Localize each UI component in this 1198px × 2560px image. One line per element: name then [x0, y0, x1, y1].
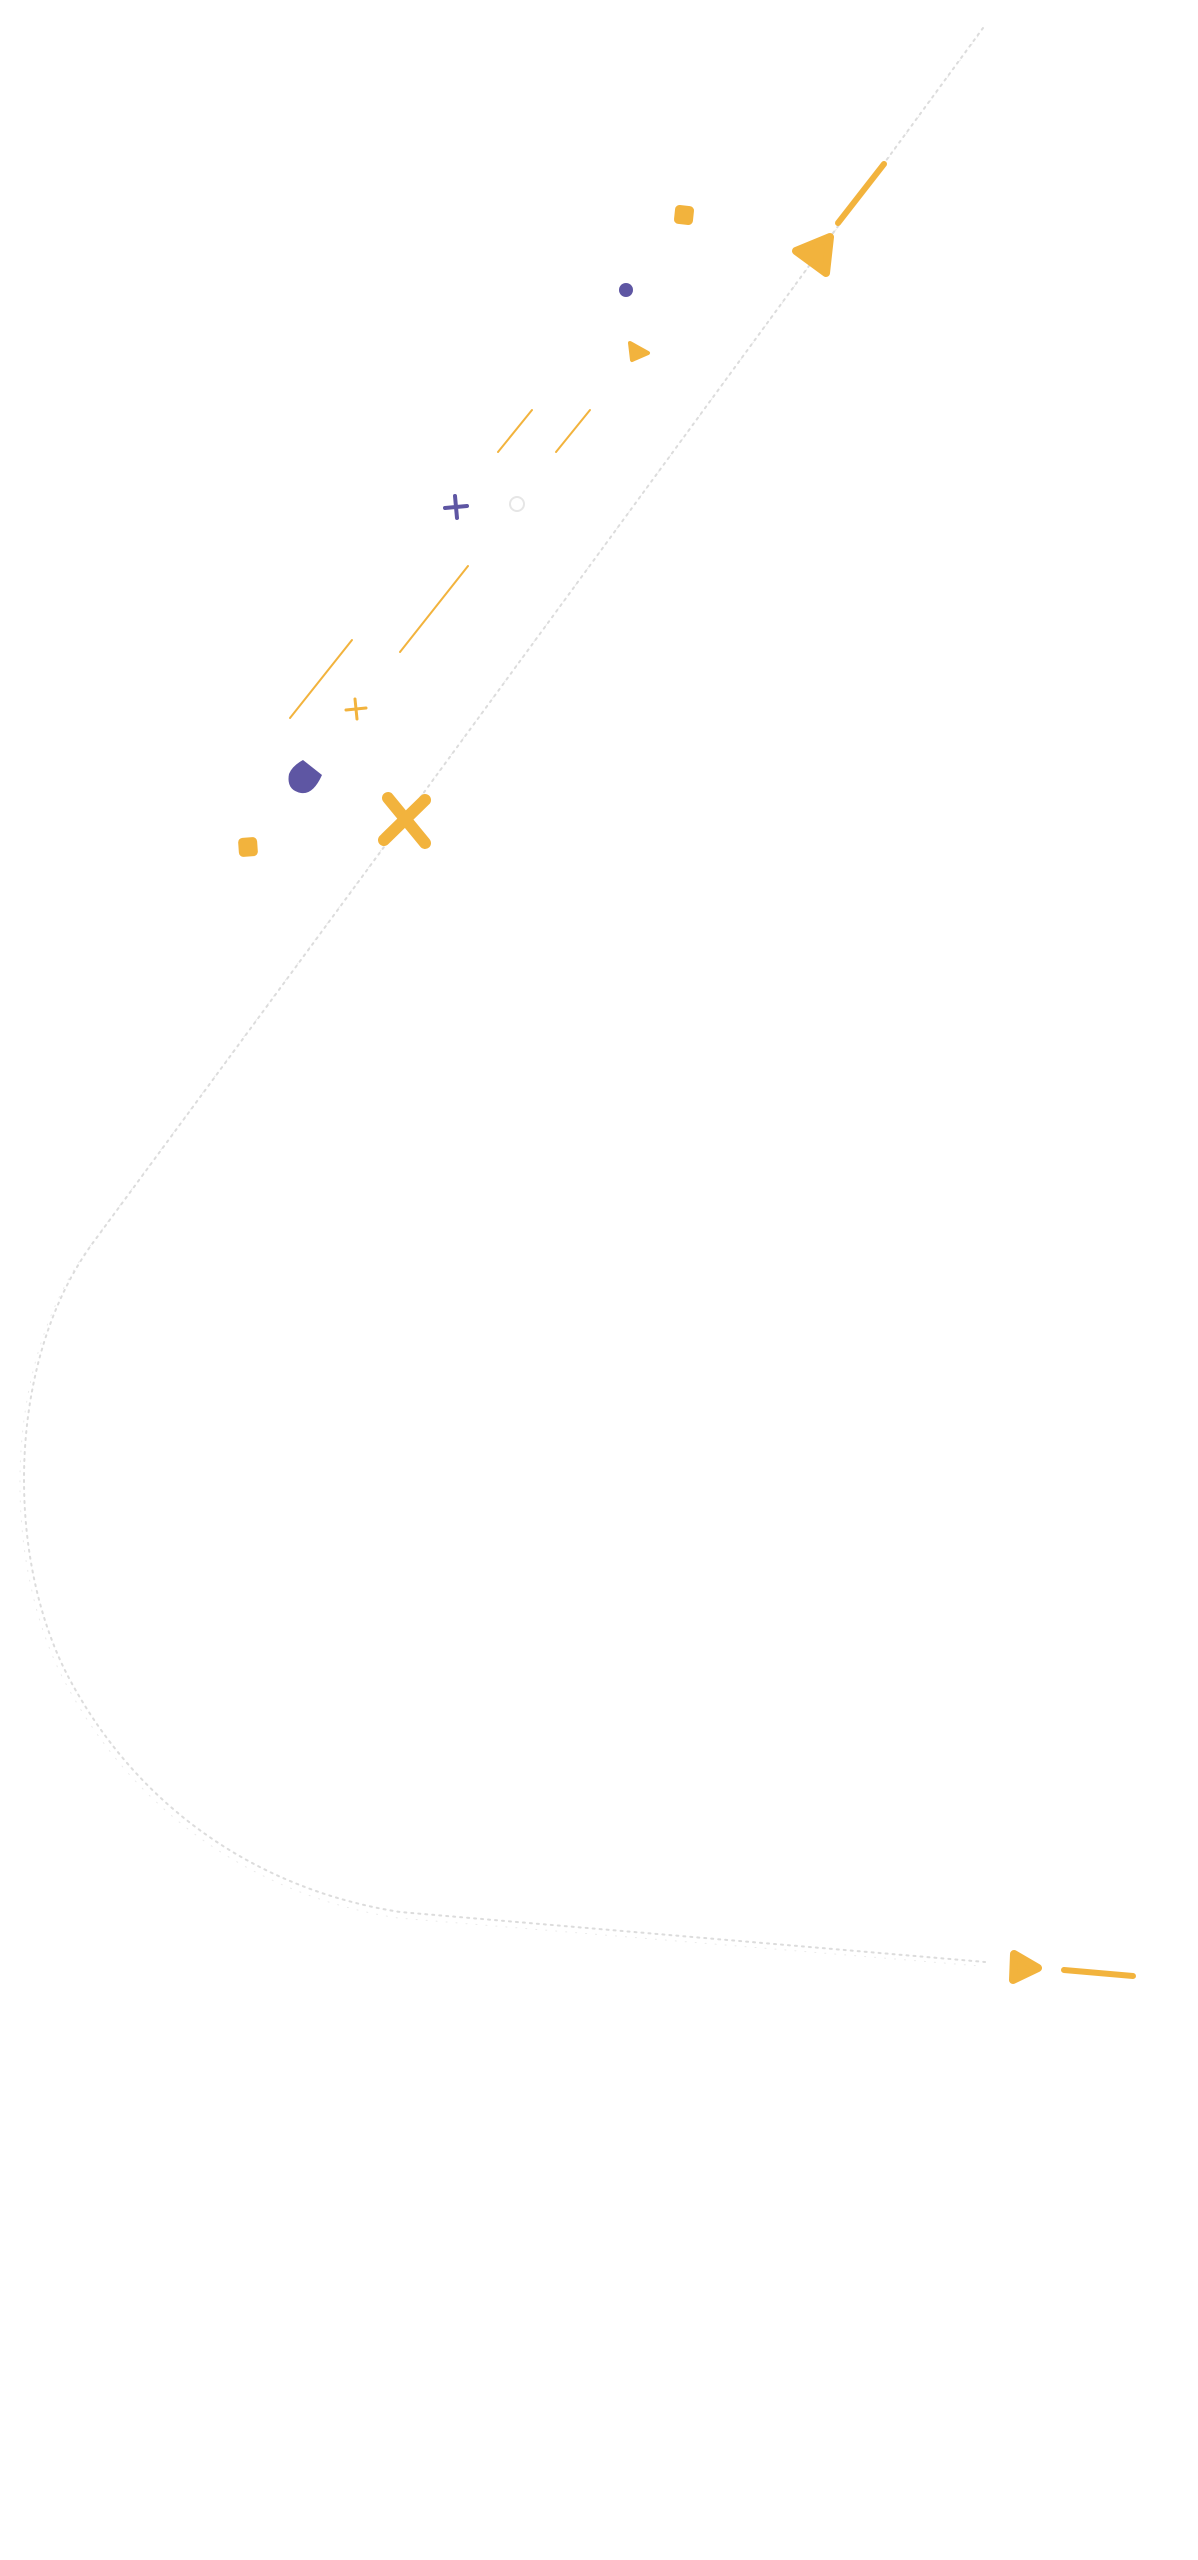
dash-line-icon	[1061, 1967, 1136, 1979]
thin-line-icon	[555, 409, 591, 453]
small-triangle-icon	[628, 341, 650, 362]
dotted-path-shadow-icon	[19, 35, 981, 1967]
dot-icon	[619, 283, 633, 297]
plus-icon	[344, 697, 368, 721]
thin-line-icon	[289, 639, 353, 719]
dash-line-icon	[835, 161, 887, 226]
dotted-path-icon	[23, 27, 986, 1963]
triangle-icon	[1009, 1950, 1042, 1984]
plus-icon	[443, 494, 469, 520]
teardrop-icon	[288, 760, 322, 794]
thin-line-icon	[399, 565, 469, 653]
thin-line-icon	[497, 409, 533, 453]
rounded-square-icon	[238, 837, 258, 857]
triangle-icon	[792, 233, 834, 277]
ring-icon	[509, 496, 525, 512]
rounded-square-icon	[674, 205, 694, 225]
x-mark-icon	[378, 792, 431, 849]
